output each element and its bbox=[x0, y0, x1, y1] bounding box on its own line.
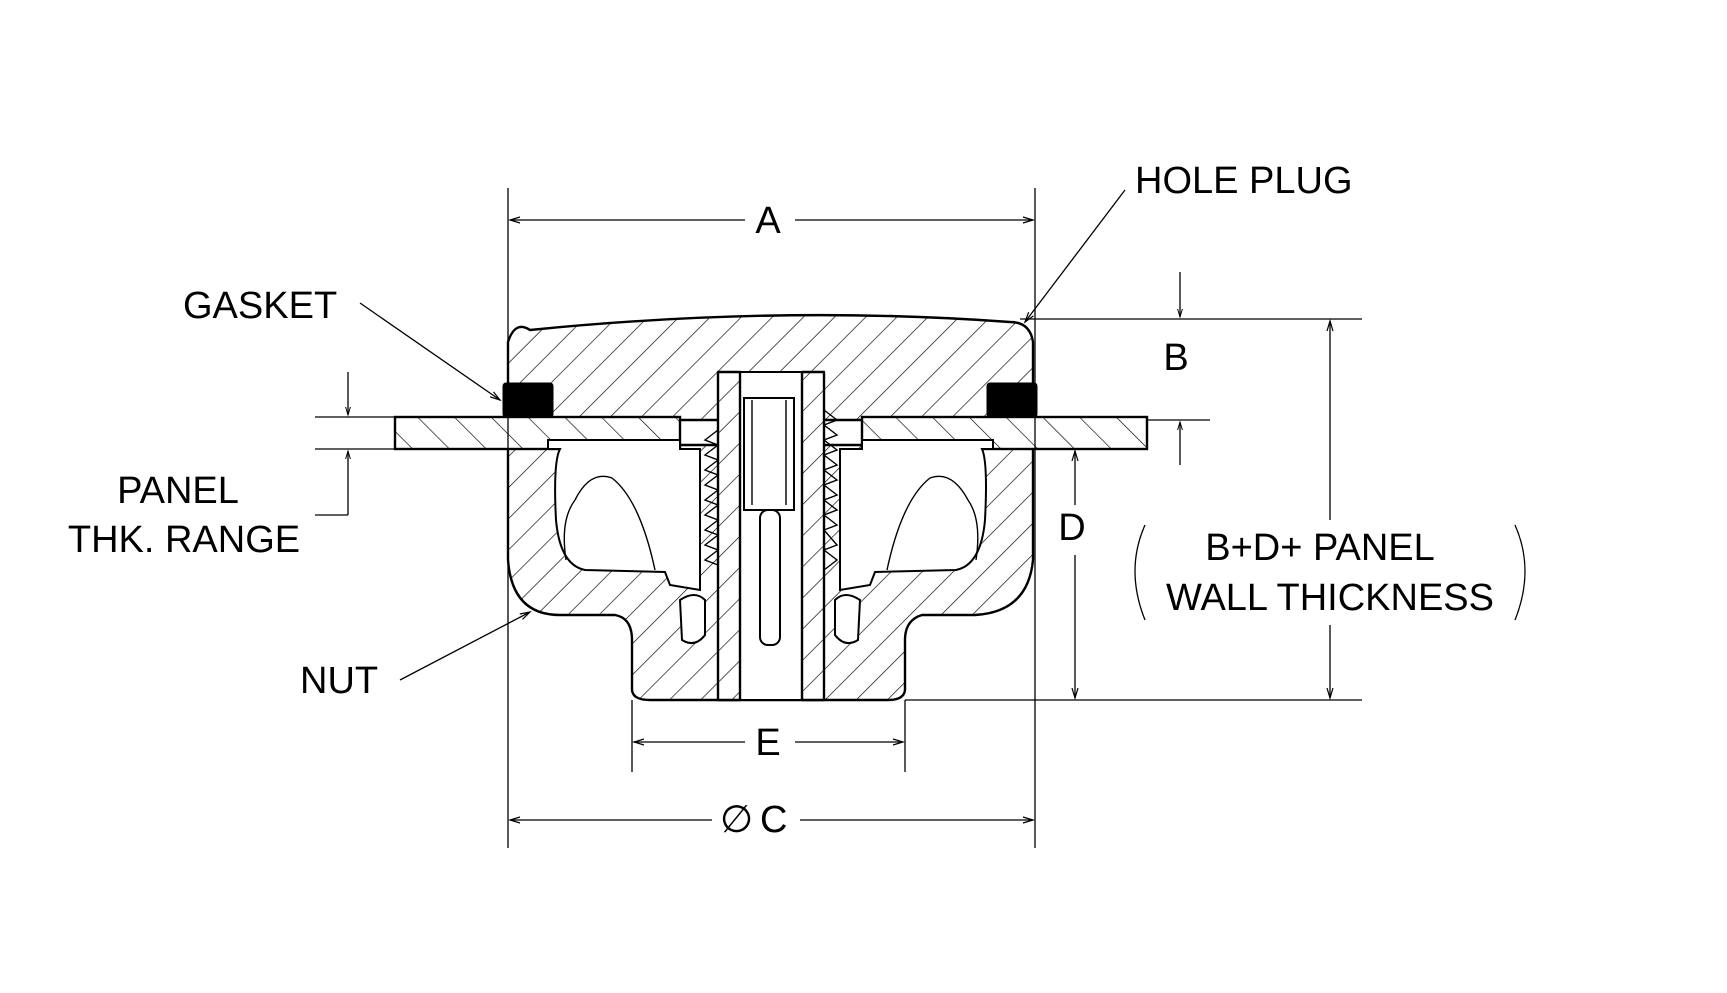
lobe-right bbox=[834, 594, 862, 645]
dim-d-label: D bbox=[1058, 507, 1085, 549]
panel-thk-label-line1: PANEL bbox=[117, 470, 239, 512]
hole-plug-leader bbox=[1023, 189, 1126, 324]
gasket-leader bbox=[359, 302, 502, 402]
gasket-left bbox=[502, 382, 554, 418]
right-cavity bbox=[839, 439, 994, 592]
gasket-right bbox=[986, 382, 1038, 418]
nut-label: NUT bbox=[300, 660, 378, 702]
dimension-lines bbox=[315, 188, 1526, 848]
screw-tip bbox=[759, 509, 781, 646]
dim-c-symbol: ∅ bbox=[720, 799, 753, 841]
nut-cavities bbox=[547, 439, 994, 592]
dim-a-label: A bbox=[755, 200, 781, 242]
panel-thk-label-line2: THK. RANGE bbox=[68, 519, 300, 561]
cap-section bbox=[506, 313, 1035, 422]
threads-right bbox=[822, 409, 839, 571]
bore-right-wall bbox=[800, 370, 826, 702]
nut-leader bbox=[399, 611, 532, 681]
bore-left-wall bbox=[716, 370, 742, 702]
gaskets bbox=[502, 382, 1038, 418]
hole-plug-label: HOLE PLUG bbox=[1135, 160, 1353, 202]
labels: HOLE PLUG GASKET PANEL THK. RANGE NUT A … bbox=[68, 160, 1494, 841]
overall-paren-left bbox=[1134, 524, 1146, 621]
overall-label-line1: B+D+ PANEL bbox=[1205, 527, 1435, 569]
dim-b-label: B bbox=[1163, 337, 1188, 379]
dim-c-label: C bbox=[760, 799, 787, 841]
overall-paren-right bbox=[1514, 524, 1526, 621]
threads-left bbox=[703, 429, 720, 566]
callout-leaders bbox=[359, 189, 1126, 681]
left-cavity bbox=[547, 439, 701, 592]
lobe-left bbox=[678, 594, 706, 645]
overall-label-line2: WALL THICKNESS bbox=[1166, 577, 1494, 619]
center-screw bbox=[678, 370, 862, 702]
dim-e-label: E bbox=[755, 722, 780, 764]
gasket-label: GASKET bbox=[183, 285, 337, 327]
